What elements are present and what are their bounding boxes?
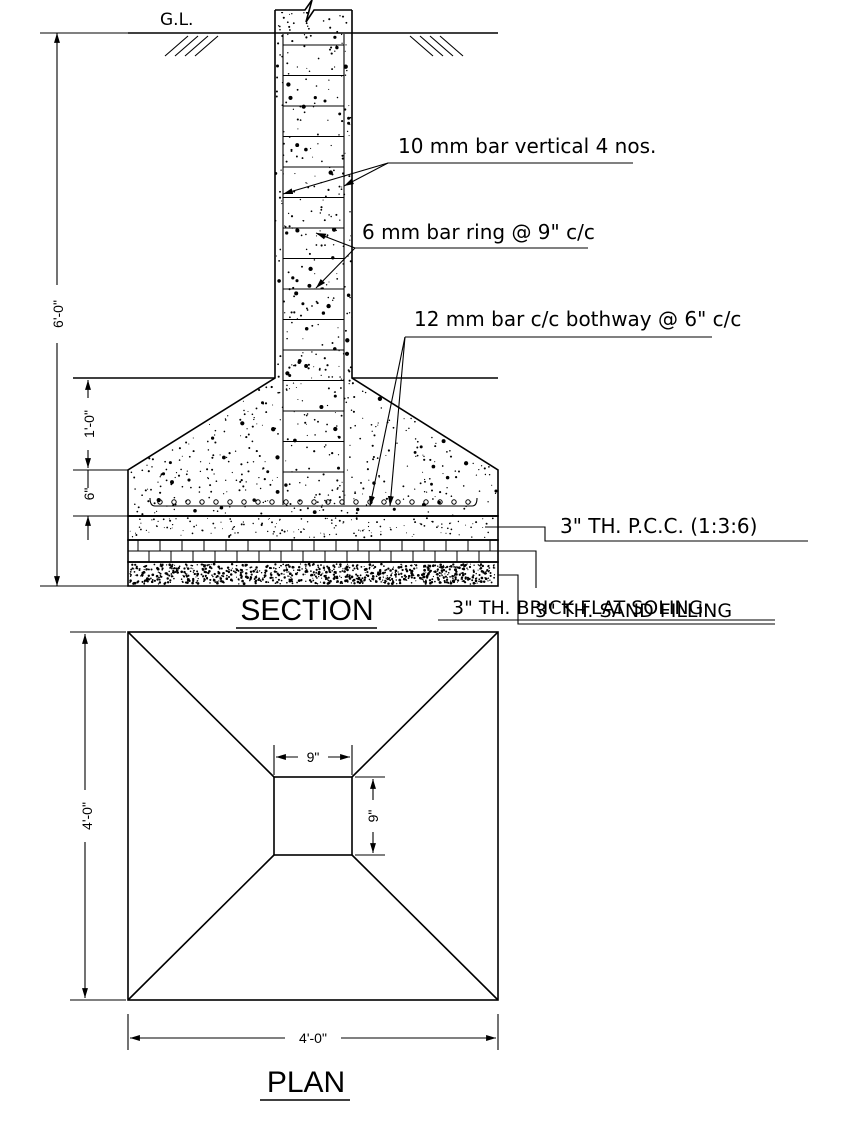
ground-hatch-left xyxy=(164,35,219,57)
plan-column-outline xyxy=(273,776,353,856)
callout-sand-filling: 3" TH. SAND FILLING xyxy=(535,600,732,622)
ground-level-label: G.L. xyxy=(160,10,193,30)
pcc-layer xyxy=(127,515,499,541)
dim-plan-width-label: 4'-0" xyxy=(299,1030,327,1046)
leader-mesh-1 xyxy=(369,336,406,507)
section-view: G.L. 6'-0" xyxy=(40,0,808,629)
ground-hatch-right xyxy=(409,35,464,57)
plan-diagonal-tl xyxy=(127,631,275,778)
leader-sand xyxy=(498,574,775,625)
dim-plan-height-label: 4'-0" xyxy=(79,802,95,830)
plan-footing-outline xyxy=(127,631,499,1001)
leader-brick xyxy=(498,550,537,588)
dim-base-label: 6" xyxy=(81,488,97,501)
plan-diagonal-bl xyxy=(127,854,275,1001)
sand-filling-layer xyxy=(127,561,499,587)
concrete-speckle xyxy=(128,12,498,516)
section-title: SECTION xyxy=(240,594,373,627)
leader-mesh-2 xyxy=(387,336,406,507)
sand-pattern xyxy=(129,517,496,586)
mesh-bar-dots xyxy=(157,499,471,505)
dim-total-label: 6'-0" xyxy=(50,300,66,328)
column-break-line xyxy=(275,0,352,23)
callout-vertical-bars: 10 mm bar vertical 4 nos. xyxy=(398,134,656,158)
mesh-hook-left xyxy=(149,497,156,507)
plan-diagonal-tr xyxy=(351,631,499,778)
dim-col-width-label: 9" xyxy=(307,749,320,765)
callout-pcc: 3" TH. P.C.C. (1:3:6) xyxy=(560,514,757,538)
leader-rings-1 xyxy=(315,232,356,249)
leader-vertical-bars-1 xyxy=(282,162,389,195)
mesh-hook-right xyxy=(471,497,478,507)
plan-title: PLAN xyxy=(267,1066,345,1099)
leader-vertical-bars-2 xyxy=(343,162,389,187)
callout-brick-soling: 3" TH. BRICK FLAT SOLING xyxy=(452,597,703,619)
dim-col-height-label: 9" xyxy=(365,810,381,823)
plan-view: 9" 9" 4'-0" 4'-0" PLAN xyxy=(70,631,499,1101)
leader-rings-2 xyxy=(315,247,356,289)
callout-mesh-bars: 12 mm bar c/c bothway @ 6" c/c xyxy=(414,307,741,331)
plan-diagonal-br xyxy=(351,854,499,1001)
leader-pcc xyxy=(485,526,808,542)
brick-pattern xyxy=(128,540,498,562)
dim-taper-label: 1'-0" xyxy=(81,410,97,438)
callout-ring-bars: 6 mm bar ring @ 9" c/c xyxy=(362,220,595,244)
column-rings xyxy=(283,44,344,473)
